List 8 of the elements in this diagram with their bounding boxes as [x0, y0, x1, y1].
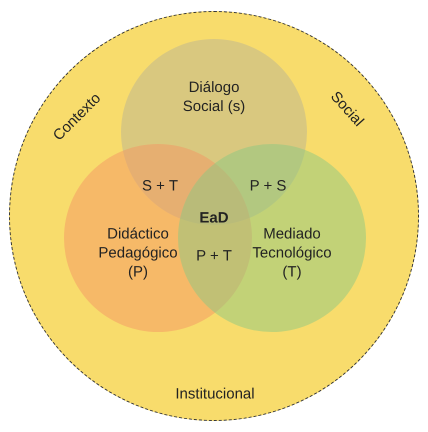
- overlap-label: S + T: [142, 176, 178, 196]
- overlap-label: P + S: [250, 176, 286, 196]
- circle-label: Diálogo Social (s): [182, 78, 246, 116]
- circle-label: Mediado Tecnológico (T): [251, 224, 333, 282]
- overlap-label: P + T: [196, 246, 232, 266]
- circle-label: Didáctico Pedagógico (P): [97, 224, 179, 282]
- overlap-label: EaD: [199, 208, 229, 228]
- circle-label: Institucional: [174, 384, 256, 404]
